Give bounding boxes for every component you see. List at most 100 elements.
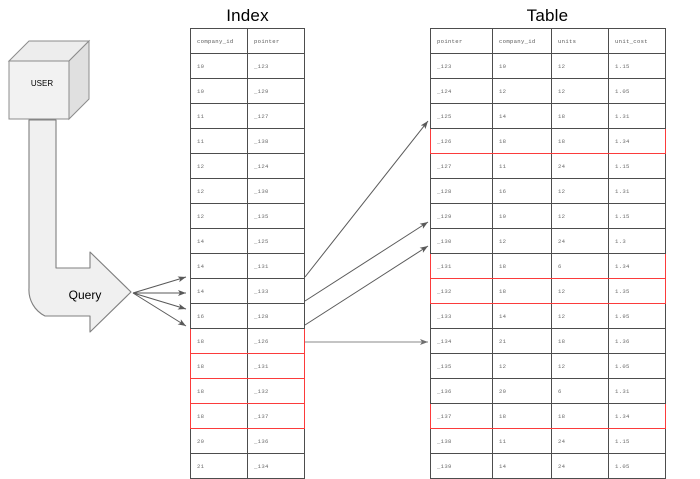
table-cell-units: 12: [551, 203, 609, 229]
index-cell-company_id: 18: [190, 403, 248, 429]
table-cell-unit_cost: 1.34: [608, 128, 666, 154]
index-cell-company_id: 11: [190, 103, 248, 129]
index-to-table-connectors: [304, 120, 429, 345]
table-cell-units: 12: [551, 353, 609, 379]
index-cell-company_id: 21: [190, 453, 248, 479]
table-cell-unit_cost: 1.15: [608, 203, 666, 229]
table-cell-pointer: _123: [430, 53, 493, 79]
index-cell-company_id: 20: [190, 428, 248, 454]
table-cell-company_id: 10: [492, 53, 552, 79]
table-cell-pointer: _132: [430, 278, 493, 304]
table-cell-pointer: _131: [430, 253, 493, 279]
index-row: 20_136: [190, 428, 305, 454]
table-cell-units: 6: [551, 378, 609, 404]
index-cell-pointer: _128: [247, 303, 305, 329]
table-cell-pointer: _127: [430, 153, 493, 179]
table-cell-units: 24: [551, 453, 609, 479]
index-row: 11_127: [190, 103, 305, 129]
index-cell-company_id: 18: [190, 328, 248, 354]
index-cell-pointer: _138: [247, 128, 305, 154]
table-cell-units: 12: [551, 53, 609, 79]
table-cell-unit_cost: 1.15: [608, 153, 666, 179]
table-cell-unit_cost: 1.15: [608, 428, 666, 454]
index-cell-company_id: 18: [190, 353, 248, 379]
table-cell-company_id: 18: [492, 278, 552, 304]
index-cell-pointer: _123: [247, 53, 305, 79]
index-cell-company_id: 14: [190, 278, 248, 304]
index-cell-company_id: 16: [190, 303, 248, 329]
index-row: 12_135: [190, 203, 305, 229]
table-cell-company_id: 11: [492, 153, 552, 179]
table-cell-unit_cost: 1.36: [608, 328, 666, 354]
table-cell-company_id: 11: [492, 428, 552, 454]
table-cell-unit_cost: 1.31: [608, 103, 666, 129]
index-row: 12_124: [190, 153, 305, 179]
table-cell-company_id: 21: [492, 328, 552, 354]
index-cell-company_id: 12: [190, 153, 248, 179]
table-cell-units: 12: [551, 78, 609, 104]
table-cell-company_id: 14: [492, 103, 552, 129]
index-cell-company_id: 12: [190, 203, 248, 229]
table-column-header: units: [551, 28, 609, 54]
table-cell-units: 24: [551, 153, 609, 179]
table-cell-units: 18: [551, 403, 609, 429]
index-row: 11_138: [190, 128, 305, 154]
table-cell-company_id: 16: [492, 178, 552, 204]
table-cell-unit_cost: 1.31: [608, 178, 666, 204]
index-cell-company_id: 18: [190, 378, 248, 404]
index-row: 10_123: [190, 53, 305, 79]
table-cell-units: 18: [551, 128, 609, 154]
table-cell-pointer: _128: [430, 178, 493, 204]
index-cell-pointer: _131: [247, 353, 305, 379]
index-cell-pointer: _131: [247, 253, 305, 279]
index-row: 18_132: [190, 378, 305, 404]
table-cell-company_id: 18: [492, 253, 552, 279]
index-cell-company_id: 12: [190, 178, 248, 204]
table-cell-pointer: _137: [430, 403, 493, 429]
table-cell-unit_cost: 1.95: [608, 303, 666, 329]
index-cell-company_id: 10: [190, 53, 248, 79]
index-cell-pointer: _133: [247, 278, 305, 304]
query-to-index-connectors: [132, 276, 187, 327]
index-row: 10_129: [190, 78, 305, 104]
index-cell-pointer: _134: [247, 453, 305, 479]
table-column-header: company_id: [492, 28, 552, 54]
table-cell-pointer: _125: [430, 103, 493, 129]
table-cell-pointer: _133: [430, 303, 493, 329]
table-cell-pointer: _135: [430, 353, 493, 379]
table-cell-pointer: _139: [430, 453, 493, 479]
table-cell-units: 24: [551, 228, 609, 254]
table-cell-company_id: 12: [492, 78, 552, 104]
index-row: 18_126: [190, 328, 305, 354]
table-cell-pointer: _134: [430, 328, 493, 354]
table-cell-company_id: 18: [492, 128, 552, 154]
index-row: 21_134: [190, 453, 305, 479]
index-column-header: company_id: [190, 28, 248, 54]
index-row: 14_131: [190, 253, 305, 279]
table-cell-unit_cost: 1.31: [608, 378, 666, 404]
index-cell-pointer: _130: [247, 178, 305, 204]
index-title: Index: [226, 6, 269, 25]
index-column-header: pointer: [247, 28, 305, 54]
table-cell-pointer: _138: [430, 428, 493, 454]
table-cell-units: 12: [551, 303, 609, 329]
table-cell-pointer: _124: [430, 78, 493, 104]
index-cell-pointer: _124: [247, 153, 305, 179]
table-cell-unit_cost: 1.05: [608, 78, 666, 104]
index-row: 14_133: [190, 278, 305, 304]
table-cell-company_id: 14: [492, 303, 552, 329]
index-row: 14_125: [190, 228, 305, 254]
